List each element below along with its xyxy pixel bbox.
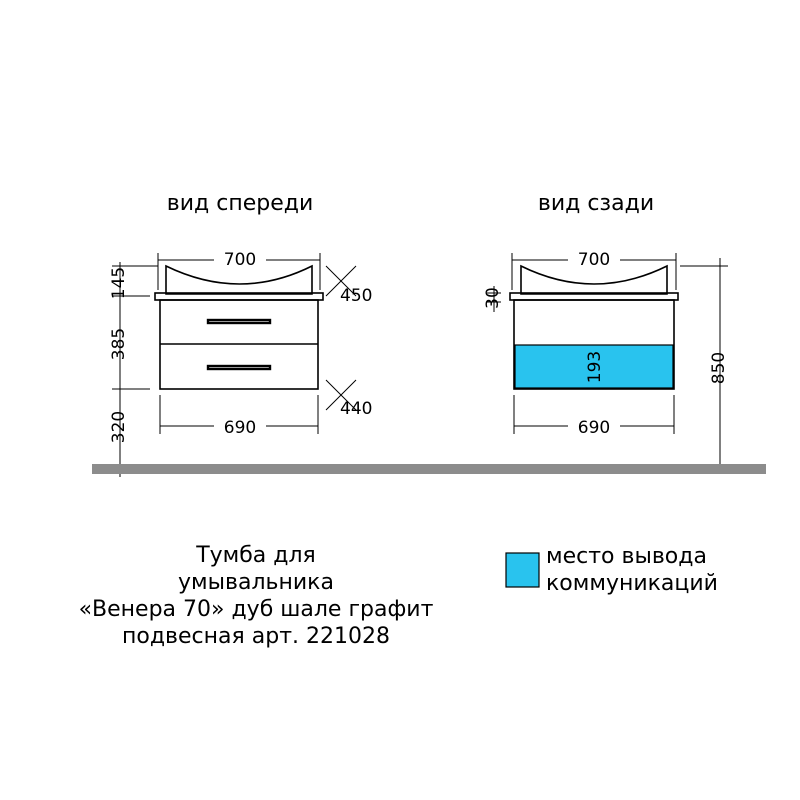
body-height-label: 385: [109, 328, 129, 360]
legend-swatch: [505, 552, 540, 588]
front-view: 700 145 385 320 690 450 440: [109, 246, 372, 477]
legend-line-1: место вывода: [546, 544, 707, 569]
front-bottom-width-label: 690: [224, 418, 256, 438]
front-view-title: вид спереди: [167, 191, 314, 216]
caption-line-2: умывальника: [178, 570, 334, 595]
total-height-label: 850: [709, 352, 729, 384]
caption-line-3: «Венера 70» дуб шале графит: [79, 597, 434, 622]
caption-line-1: Тумба для: [195, 543, 316, 568]
basin-height-label: 145: [109, 267, 129, 299]
drawer-handle-top: [206, 318, 272, 325]
mount-height-label: 320: [109, 411, 129, 443]
back-bottom-width-label: 690: [578, 418, 610, 438]
service-zone-height-label: 193: [585, 351, 605, 383]
front-top-width-label: 700: [224, 250, 256, 270]
back-view: 700 193 30 690 850: [483, 246, 729, 468]
legend-line-2: коммуникаций: [546, 571, 718, 596]
back-offset-label: 30: [483, 287, 503, 309]
product-caption: Тумба для умывальника «Венера 70» дуб ша…: [79, 543, 434, 649]
back-view-title: вид сзади: [538, 191, 654, 216]
legend: место вывода коммуникаций: [505, 544, 718, 596]
back-basin: [520, 264, 668, 295]
caption-line-4: подвесная арт. 221028: [122, 624, 390, 649]
service-zone: [514, 344, 674, 389]
front-depth-top-label: 450: [340, 286, 372, 306]
front-basin: [165, 264, 313, 295]
drawer-handle-bottom: [206, 364, 272, 371]
back-cabinet-body: [513, 299, 675, 390]
back-top-width-label: 700: [578, 250, 610, 270]
front-depth-bottom-label: 440: [340, 399, 372, 419]
floor-line: [92, 464, 766, 474]
